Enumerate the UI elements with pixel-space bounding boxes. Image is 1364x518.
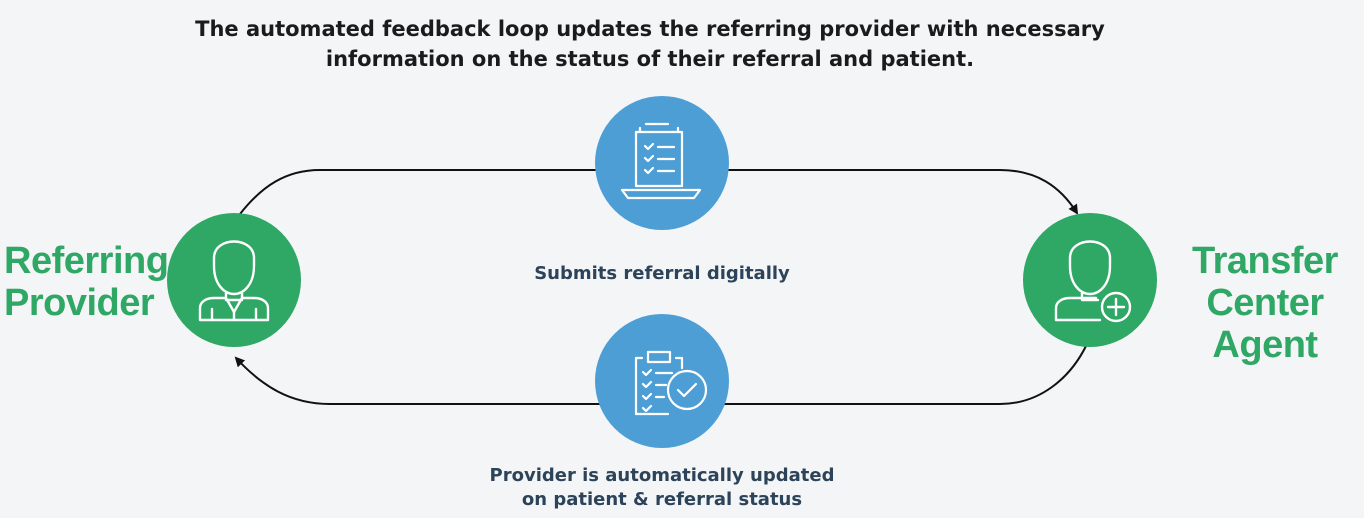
submit-referral-label: Submits referral digitally — [462, 262, 862, 286]
headline: The automated feedback loop updates the … — [0, 14, 1300, 74]
laptop-document-icon — [620, 122, 702, 200]
transfer-center-agent-line-2: Center Agent — [1206, 282, 1324, 366]
status-update-line-2: on patient & referral status — [521, 489, 803, 510]
referring-provider-line-1: Referring — [4, 240, 169, 282]
submit-referral-node — [595, 96, 729, 230]
submit-referral-text: Submits referral digitally — [534, 263, 790, 284]
referring-provider-label: Referring Provider — [4, 240, 169, 324]
person-add-icon — [1054, 240, 1132, 323]
transfer-center-agent-node — [1023, 213, 1157, 347]
clipboard-check-icon — [634, 350, 708, 416]
referring-provider-node — [167, 213, 301, 347]
transfer-center-agent-label: Transfer Center Agent — [1170, 240, 1360, 366]
referring-provider-line-2: Provider — [4, 282, 155, 324]
status-update-line-1: Provider is automatically updated — [489, 465, 835, 486]
transfer-center-agent-line-1: Transfer — [1192, 240, 1338, 282]
status-update-label: Provider is automatically updated on pat… — [412, 464, 912, 512]
person-icon — [198, 240, 270, 322]
status-update-node — [595, 314, 729, 448]
headline-line-2: information on the status of their refer… — [325, 47, 975, 71]
headline-line-1: The automated feedback loop updates the … — [195, 17, 1105, 41]
